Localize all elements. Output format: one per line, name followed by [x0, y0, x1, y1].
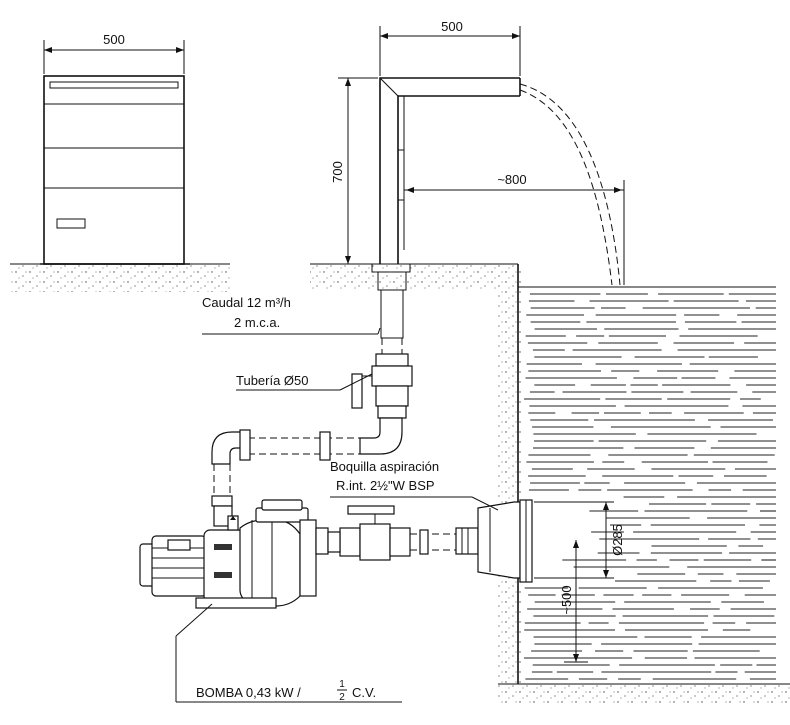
spout-column: [371, 77, 521, 339]
suction-valve-handle: [347, 505, 395, 515]
pipe-label: Tubería Ø50: [236, 373, 309, 388]
pump-power-label: BOMBA 0,43 kW /: [196, 685, 301, 700]
pump: [139, 499, 341, 609]
pump-housing: [239, 519, 301, 607]
flow-rate-label: Caudal 12 m³/h: [202, 295, 291, 310]
suction-nozzle-label: Boquilla aspiración: [330, 459, 439, 474]
upper-valve-body: [371, 365, 413, 387]
pump-fraction-numerator: 1: [339, 679, 345, 690]
pump-label-group: BOMBA 0,43 kW / 1 2 C.V.: [175, 603, 402, 703]
ground-center: [310, 263, 518, 290]
pipe-label-group: Tubería Ø50: [236, 373, 373, 391]
suction-label-group: Boquilla aspiración R.int. 2½"W BSP: [330, 459, 499, 511]
flow-head-label: 2 m.c.a.: [234, 315, 280, 330]
dim-nozzle-depth: ~500: [559, 540, 588, 663]
dim-nozzle-diameter: Ø285: [534, 501, 625, 579]
pump-unit-label: C.V.: [352, 685, 376, 700]
motor-flange: [203, 529, 245, 603]
cascade-vent: [56, 218, 86, 229]
dim-spout-width: 500: [379, 19, 521, 76]
pump-base: [195, 597, 277, 609]
upper-valve-coupling: [375, 353, 409, 367]
suction-valve: [339, 505, 411, 561]
nozzle-depth-label: ~500: [559, 585, 574, 614]
spout-width-label: 500: [441, 19, 463, 34]
cascade-slot: [49, 81, 179, 89]
motor-terminal-box: [167, 539, 191, 551]
nozzle-diameter-label: Ø285: [610, 524, 625, 556]
ground-left: [10, 263, 230, 292]
pool: [498, 263, 790, 704]
cascade-width-label: 500: [103, 32, 125, 47]
pump-fraction-denominator: 2: [339, 692, 345, 703]
pool-water: [524, 293, 776, 680]
flow-label-group: Caudal 12 m³/h 2 m.c.a.: [202, 295, 381, 335]
water-jet: [519, 83, 621, 286]
column-height-label: 700: [330, 161, 345, 183]
dim-jet-reach: ~800: [404, 172, 625, 285]
jet-reach-label: ~800: [497, 172, 526, 187]
suction-thread-label: R.int. 2½"W BSP: [336, 478, 435, 493]
cascade-unit: [40, 75, 190, 265]
upper-valve-handle: [351, 373, 363, 409]
dim-column-height: 700: [330, 77, 378, 265]
dim-cascade-width: 500: [43, 32, 185, 74]
elbow-right: [359, 417, 403, 455]
suction-nozzle: [477, 499, 533, 583]
